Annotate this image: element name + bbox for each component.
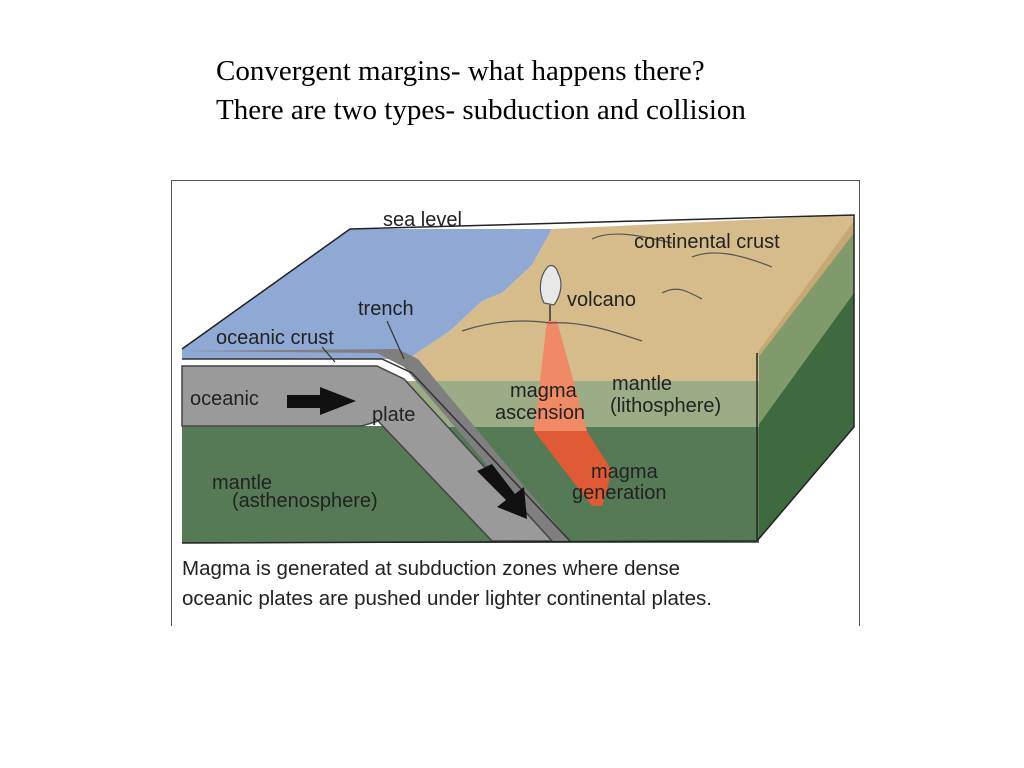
magma-ascension-zone [534, 321, 587, 431]
label-plate: plate [372, 404, 415, 426]
oceanic-plate [181, 365, 554, 542]
subduction-block-diagram: sea level continental crust trench volca… [181, 209, 855, 544]
volcano-plume [539, 264, 562, 306]
label-oceanic: oceanic [190, 388, 259, 410]
continental-top-surface [408, 215, 854, 359]
label-magma-ascension-2: ascension [495, 402, 585, 424]
label-magma-generation-2: generation [572, 482, 667, 504]
trench-leader [386, 320, 405, 360]
coastline-ridge [461, 320, 643, 342]
mountain-ridge-3 [661, 288, 703, 300]
caption-line-2: oceanic plates are pushed under lighter … [182, 587, 712, 610]
label-mantle-lithosphere-1: mantle [612, 373, 672, 395]
plate-motion-arrow-diagonal [477, 464, 527, 519]
block-outline [181, 214, 855, 544]
sea-surface [182, 229, 552, 359]
magma-generation-zone [534, 431, 612, 506]
slide-title-line-1: Convergent margins- what happens there? [216, 55, 705, 87]
label-mantle-asthenosphere-1: mantle [212, 472, 272, 494]
label-magma-ascension-1: magma [510, 380, 578, 402]
label-trench: trench [358, 298, 414, 320]
block-right-side-lithosphere [757, 221, 854, 427]
label-continental-crust: continental crust [634, 231, 780, 253]
label-volcano: volcano [567, 289, 636, 311]
continental-crust-front [408, 357, 759, 381]
caption-line-1: Magma is generated at subduction zones w… [182, 557, 681, 580]
label-sea-level: sea level [383, 209, 462, 231]
label-mantle-lithosphere-2: (lithosphere) [610, 395, 721, 417]
subduction-diagram-figure: sea level continental crust trench volca… [171, 180, 860, 626]
label-mantle-asthenosphere-2: (asthenosphere) [232, 490, 378, 512]
label-oceanic-crust: oceanic crust [216, 327, 334, 349]
oceanic-crust-leader [321, 346, 336, 363]
mountain-ridge-2 [691, 252, 773, 268]
diagram-caption: Magma is generated at subduction zones w… [182, 554, 852, 614]
label-magma-generation-1: magma [591, 461, 659, 483]
oceanic-plate-top-edge [182, 358, 571, 542]
mountain-ridge-1 [591, 233, 673, 244]
plate-motion-arrow-horizontal [287, 387, 356, 415]
slide-title-line-2: There are two types- subduction and coll… [216, 94, 746, 126]
